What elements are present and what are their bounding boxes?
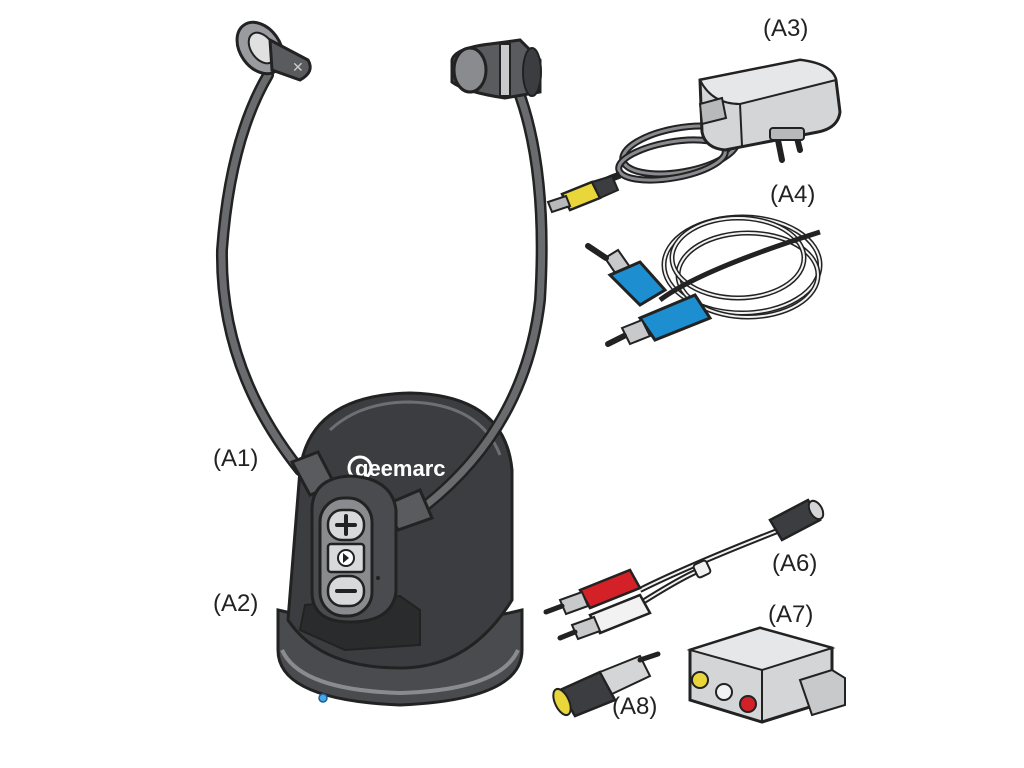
svg-text:✕: ✕: [292, 59, 304, 75]
mode-button[interactable]: [326, 542, 366, 574]
audio-jack-cable: [585, 214, 823, 347]
scart-adapter: [686, 626, 846, 724]
female-jack-socket: [768, 498, 825, 542]
power-adapter: [546, 58, 842, 214]
white-rca-plug: [557, 593, 652, 641]
stethoset-headset: ✕: [215, 20, 548, 624]
red-rca-plug: [543, 568, 642, 616]
power-led-icon: [318, 693, 328, 703]
brand-logo: geemarc: [355, 456, 446, 481]
label-a6: (A6): [772, 550, 817, 577]
label-a4: (A4): [770, 181, 815, 208]
jack-adapter: [552, 651, 661, 718]
volume-down-button[interactable]: [326, 574, 366, 608]
label-a2: (A2): [213, 590, 258, 617]
label-a7: (A7): [768, 601, 813, 628]
headset-control-pod: [289, 450, 435, 624]
dc-plug: [546, 174, 620, 214]
volume-up-button[interactable]: [326, 508, 366, 542]
right-ear-tip: [450, 38, 542, 100]
blue-jack-plug-lower: [605, 293, 713, 347]
rca-y-cable: [543, 498, 825, 641]
blue-jack-plug-upper: [585, 243, 668, 307]
label-a8: (A8): [612, 693, 657, 720]
label-a1: (A1): [213, 445, 258, 472]
label-a3: (A3): [763, 15, 808, 42]
plus-icon: [335, 514, 357, 536]
left-ear-tip: ✕: [235, 20, 312, 82]
